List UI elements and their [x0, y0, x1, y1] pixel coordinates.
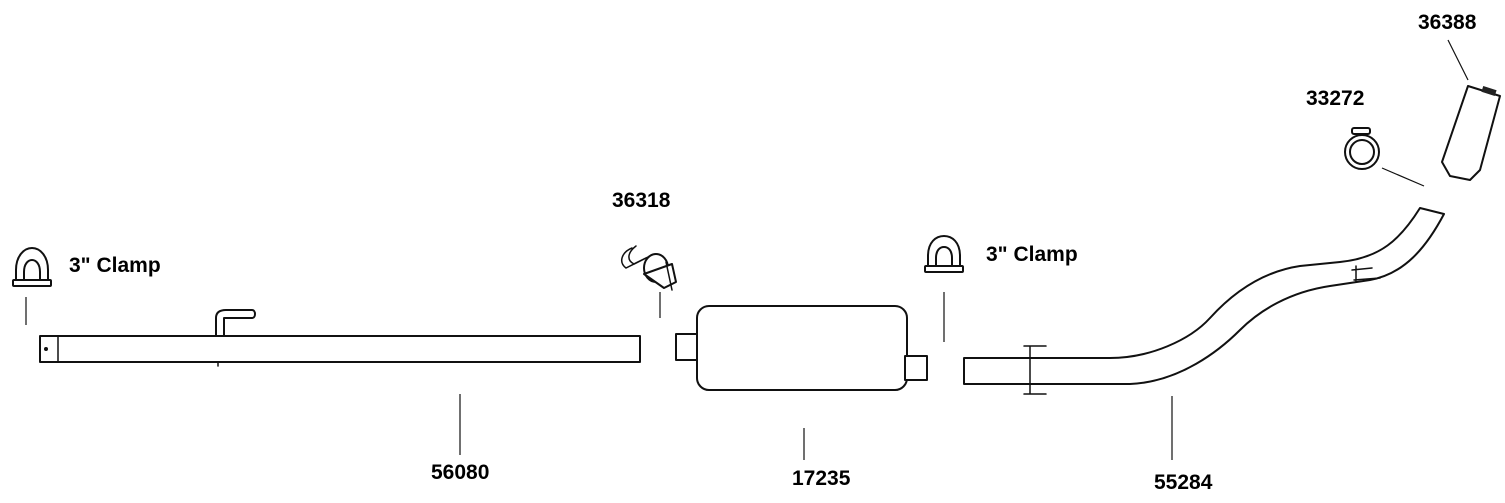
label-part-33272: 33272: [1306, 87, 1365, 110]
label-part-36318: 36318: [612, 189, 671, 212]
leader-33272: [1381, 167, 1425, 187]
hanger-clamp-36318-icon: [621, 245, 677, 291]
label-part-36388: 36388: [1418, 11, 1477, 34]
label-part-17235: 17235: [792, 467, 851, 490]
left-clamp-icon: [12, 247, 52, 287]
label-part-55284: 55284: [1154, 471, 1213, 494]
leader-36388: [1447, 39, 1469, 81]
muffler-17235: [675, 305, 928, 391]
clamp-33272-icon: [1344, 127, 1380, 170]
pipe-55284: [963, 207, 1445, 395]
label-clamp-left: 3" Clamp: [69, 254, 161, 277]
exhaust-tip-36388: [1441, 85, 1501, 181]
label-clamp-right: 3" Clamp: [986, 243, 1078, 266]
right-clamp-icon: [924, 235, 964, 273]
label-part-56080: 56080: [431, 461, 490, 484]
tailpipe-56080: [39, 309, 641, 367]
